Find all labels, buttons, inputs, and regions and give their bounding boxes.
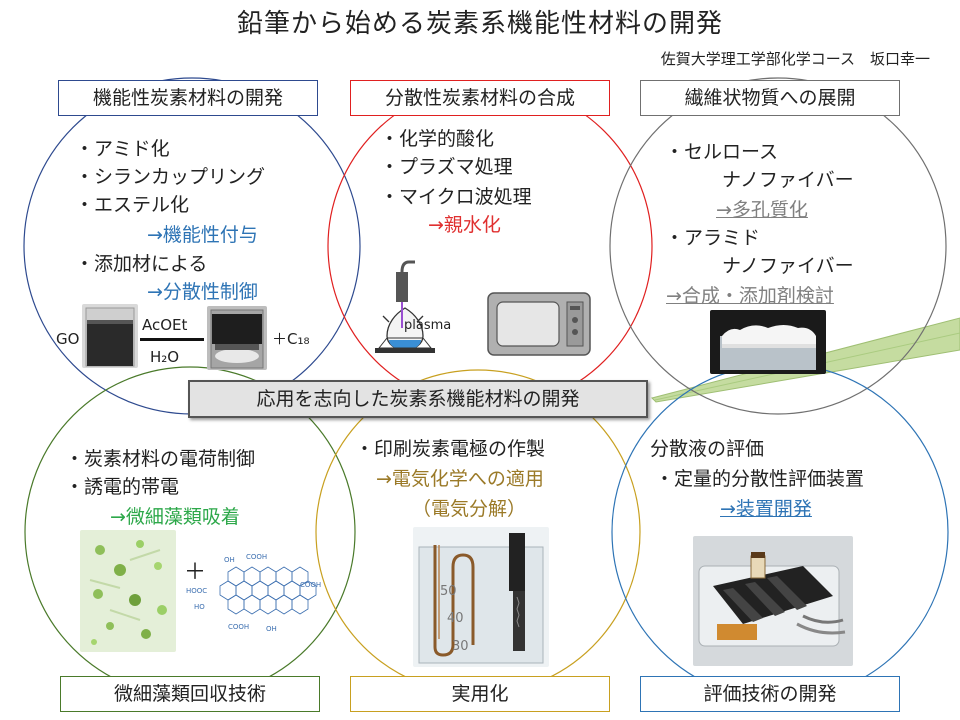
reagent-label: AcOEt: [142, 316, 188, 334]
beaker-tick-40: 40: [447, 611, 464, 626]
algae-arrow: →微細藻類吸着: [110, 506, 240, 528]
evaluation-arrow: →装置開発: [720, 498, 812, 520]
plasma-apparatus-icon: [375, 260, 435, 353]
fiber-arrow-1: →多孔質化: [716, 199, 808, 221]
beaker-tick-50: 50: [440, 584, 457, 599]
page-title: 鉛筆から始める炭素系機能性材料の開発: [236, 9, 723, 39]
circle-functional: [23, 77, 361, 415]
algae-item-1: ・炭素材料の電荷制御: [65, 448, 256, 470]
functional-arrow-2: →分散性制御: [147, 281, 258, 303]
practical-arrow: →電気化学への適用: [376, 468, 544, 490]
reagent-arrow-line: [140, 338, 204, 341]
label-dispersive: 分散性炭素材料の合成: [350, 80, 610, 116]
plasma-label: plasma: [404, 318, 452, 333]
h2o-label: H₂O: [150, 348, 180, 366]
go-cooh-top: COOH: [246, 553, 268, 561]
functional-item-2: ・シランカップリング: [75, 166, 266, 188]
fiber-item-1: ・セルロース: [665, 141, 779, 163]
functional-item-3: ・エステル化: [75, 194, 190, 216]
c18-label: ＋C₁₈: [272, 330, 310, 348]
label-evaluation: 評価技術の開発: [640, 676, 900, 712]
go-cooh-right: COOH: [300, 581, 322, 589]
nanofiber-photo: [710, 310, 826, 374]
practical-item-1: ・印刷炭素電極の作製: [355, 438, 546, 460]
center-label: 応用を志向した炭素系機能材料の開発: [188, 380, 648, 418]
dispersive-arrow: →親水化: [428, 214, 501, 236]
dispersive-item-3: ・マイクロ波処理: [380, 186, 532, 208]
fiber-item-1b: ナノファイバー: [722, 169, 854, 191]
algae-microscope-photo: [80, 530, 176, 652]
go-cooh-bottom: COOH: [228, 623, 250, 631]
algae-plus: ＋: [184, 560, 207, 585]
author-line: 佐賀大学理工学部化学コース 坂口幸一: [660, 50, 930, 68]
label-practical: 実用化: [350, 676, 610, 712]
go-label: GO: [56, 330, 80, 348]
evaluation-item-1: ・定量的分散性評価装置: [655, 468, 865, 490]
dispersive-item-1: ・化学的酸化: [380, 128, 495, 150]
practical-sub: （電気分解）: [412, 498, 527, 520]
algae-item-2: ・誘電的帯電: [65, 476, 180, 498]
label-fiber: 繊維状物質への展開: [640, 80, 900, 116]
label-functional: 機能性炭素材料の開発: [58, 80, 318, 116]
circle-fiber: [609, 77, 947, 415]
go-oh-top: OH: [224, 556, 235, 564]
dispersive-item-2: ・プラズマ処理: [380, 156, 513, 178]
graphene-oxide-structure-icon: [219, 566, 317, 615]
microwave-icon: [487, 292, 591, 356]
go-hooc-left: HOOC: [186, 587, 208, 595]
electrode-beaker-photo: [413, 527, 549, 667]
beaker-tick-30: 30: [452, 639, 469, 654]
go-ho-left: HO: [194, 603, 205, 611]
fiber-item-2b: ナノファイバー: [722, 255, 854, 277]
functional-item-1: ・アミド化: [75, 138, 170, 160]
functional-item-4: ・添加材による: [75, 253, 208, 275]
dispersion-device-photo: [693, 536, 853, 666]
go-oh-bottom: OH: [266, 625, 277, 633]
label-algae: 微細藻類回収技術: [60, 676, 320, 712]
functional-arrow-1: →機能性付与: [147, 224, 258, 246]
evaluation-item-0: 分散液の評価: [650, 438, 765, 460]
dispersed-vial-photo: [207, 306, 267, 370]
go-vial-photo: [82, 304, 138, 368]
fiber-item-2: ・アラミド: [665, 227, 761, 249]
fiber-arrow-2: →合成・添加剤検討: [666, 285, 834, 307]
